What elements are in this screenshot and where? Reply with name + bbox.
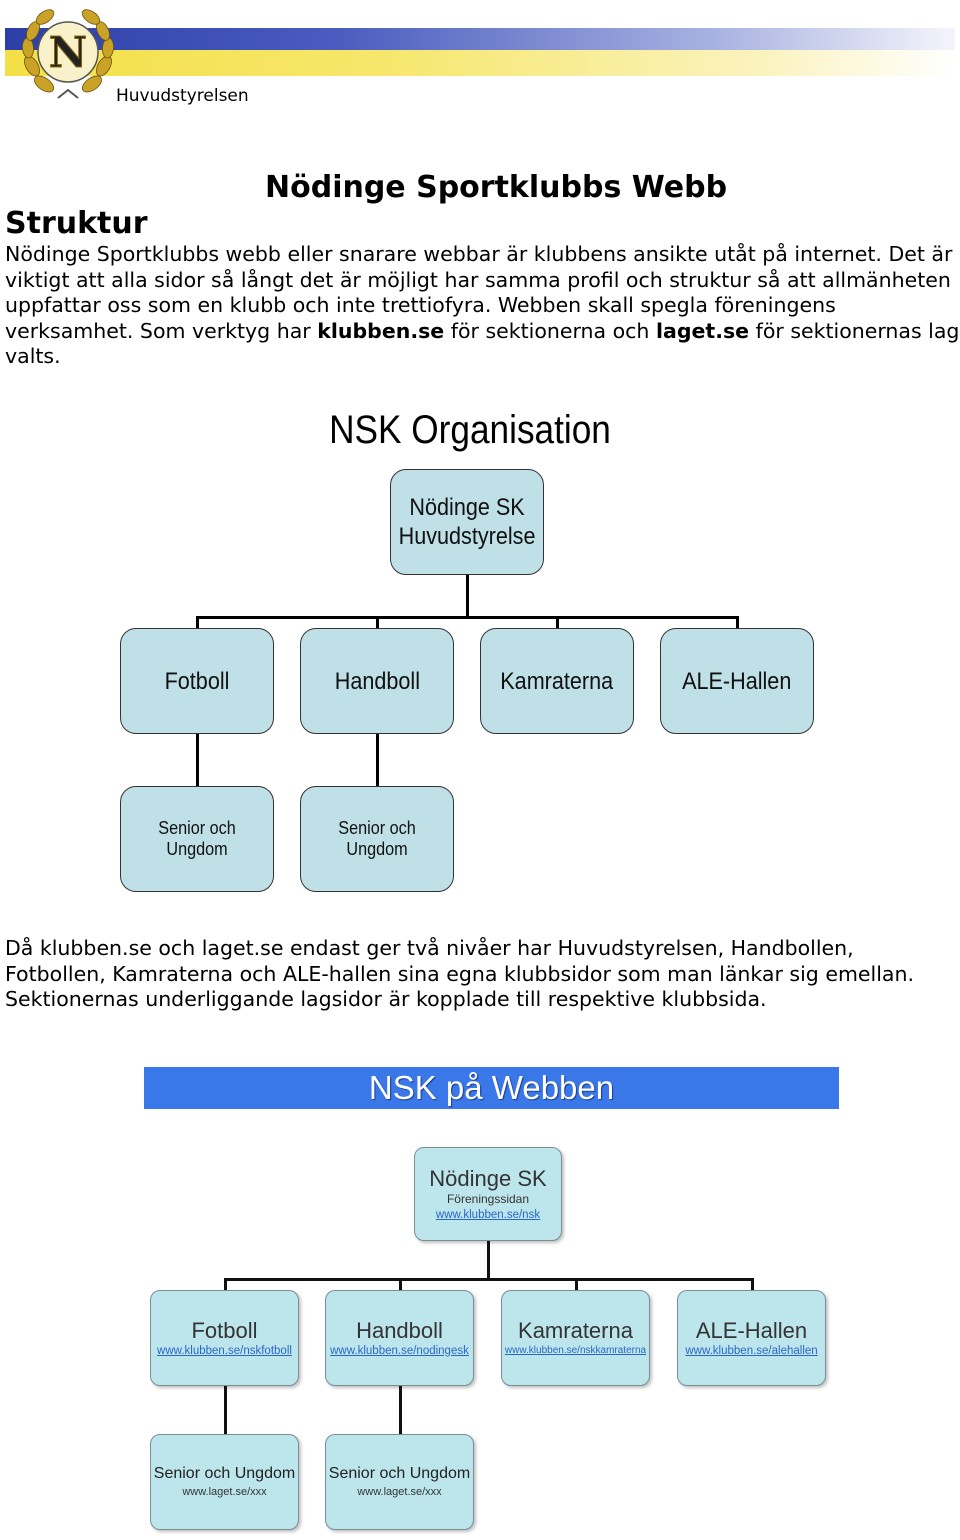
web-box-kamraterna: Kamraterna www.klubben.se/nskkamraterna <box>501 1290 650 1386</box>
web-box-link[interactable]: www.klubben.se/alehallen <box>685 1344 818 1357</box>
web-box-title: Fotboll <box>191 1317 258 1343</box>
org-box-label: Kamraterna <box>500 667 614 695</box>
header-band-blue <box>5 28 955 50</box>
web-box-alehallen: ALE-Hallen www.klubben.se/alehallen <box>677 1290 826 1386</box>
web-connector <box>224 1386 227 1434</box>
org-connector <box>736 616 739 628</box>
web-box-link[interactable]: www.klubben.se/nskkamraterna <box>504 1344 647 1356</box>
web-box-handboll: Handboll www.klubben.se/nodingesk <box>325 1290 474 1386</box>
org-root-box: Nödinge SK Huvudstyrelse <box>390 469 544 575</box>
web-connector <box>575 1278 578 1290</box>
section-title: Struktur <box>5 206 148 241</box>
org-connector <box>196 616 199 628</box>
web-connector <box>399 1278 402 1290</box>
org-chart-title: NSK Organisation <box>329 408 611 452</box>
web-root-subtitle: Föreningssidan <box>446 1191 530 1206</box>
web-root-link[interactable]: www.klubben.se/nsk <box>435 1208 541 1221</box>
org-box-kamraterna: Kamraterna <box>480 628 634 734</box>
laget-bold: laget.se <box>655 318 750 343</box>
web-box-title: Handboll <box>356 1317 443 1343</box>
web-box-sub-fotboll: Senior och Ungdom www.laget.se/xxx <box>150 1434 299 1530</box>
org-box-sub-fotboll: Senior och Ungdom <box>120 786 274 892</box>
web-root-box: Nödinge SK Föreningssidan www.klubben.se… <box>414 1147 562 1241</box>
org-box-sub-handboll: Senior och Ungdom <box>300 786 454 892</box>
web-connector <box>224 1278 754 1281</box>
web-connector <box>487 1241 490 1280</box>
web-box-sub-handboll: Senior och Ungdom www.laget.se/xxx <box>325 1434 474 1530</box>
org-box-alehallen: ALE-Hallen <box>660 628 814 734</box>
org-box-label: Fotboll <box>164 667 230 695</box>
org-connector <box>376 616 379 628</box>
org-box-label: Senior och Ungdom <box>158 818 236 859</box>
intro-text-part: för sektionerna och <box>444 318 656 343</box>
document-title: Nödinge Sportklubbs Webb <box>265 170 728 205</box>
web-box-fotboll: Fotboll www.klubben.se/nskfotboll <box>150 1290 299 1386</box>
org-connector <box>196 734 199 786</box>
org-connector <box>556 616 559 628</box>
web-connector <box>224 1278 227 1290</box>
web-box-title: Senior och Ungdom <box>328 1465 471 1482</box>
web-box-title: ALE-Hallen <box>695 1317 808 1343</box>
web-box-link[interactable]: www.klubben.se/nodingesk <box>330 1344 469 1357</box>
klubben-bold: klubben.se <box>317 318 445 343</box>
intro-text-part: Nödinge Sportklubbs webb eller snarare w… <box>5 242 953 343</box>
web-box-title: Senior och Ungdom <box>153 1465 296 1482</box>
club-logo: N <box>22 9 114 99</box>
org-box-handboll: Handboll <box>300 628 454 734</box>
org-root-line2: Huvudstyrelse <box>398 523 536 550</box>
web-box-link[interactable]: www.laget.se/xxx <box>182 1486 267 1498</box>
web-box-link[interactable]: www.klubben.se/nskfotboll <box>157 1344 292 1357</box>
levels-paragraph: Då klubben.se och laget.se endast ger tv… <box>5 936 914 1012</box>
org-box-label: Senior och Ungdom <box>338 818 416 859</box>
org-connector <box>466 575 469 618</box>
web-root-title: Nödinge SK <box>429 1165 547 1191</box>
web-connector <box>399 1386 402 1434</box>
intro-text-part: för sektionernas lag valts. <box>5 318 960 369</box>
org-box-label: ALE-Hallen <box>682 667 792 695</box>
header-label: Huvudstyrelsen <box>116 86 249 106</box>
web-chart-banner: NSK på Webben <box>144 1067 839 1109</box>
header-band-yellow <box>5 50 955 76</box>
org-connector <box>196 616 739 619</box>
org-box-label: Handboll <box>334 667 420 695</box>
web-box-title: Kamraterna <box>518 1317 633 1343</box>
logo-letter: N <box>49 28 87 77</box>
org-root-line1: Nödinge SK <box>409 494 525 521</box>
web-connector <box>751 1278 754 1290</box>
web-chart-title: NSK på Webben <box>368 1069 615 1106</box>
org-box-fotboll: Fotboll <box>120 628 274 734</box>
web-box-link[interactable]: www.laget.se/xxx <box>357 1486 442 1498</box>
org-connector <box>376 734 379 786</box>
intro-paragraph: Nödinge Sportklubbs webb eller snarare w… <box>5 242 960 370</box>
